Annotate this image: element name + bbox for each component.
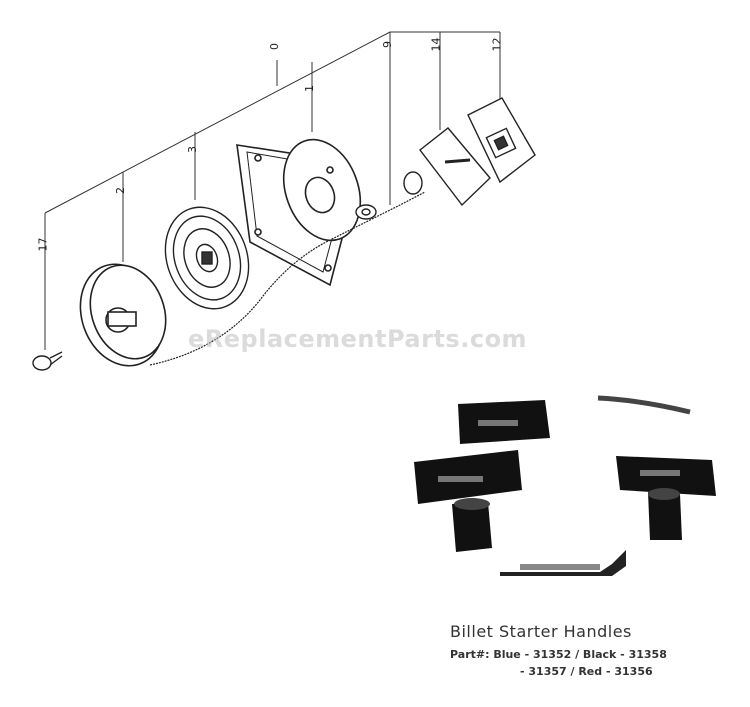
callout-3: 3 xyxy=(186,146,199,153)
caption-part-numbers: Part#: Blue - 31352 / Black - 31358 xyxy=(450,648,667,661)
recoil-spring xyxy=(164,206,250,310)
watermark: eReplacementParts.com xyxy=(188,325,528,353)
starter-rope xyxy=(149,191,426,366)
callout-12: 12 xyxy=(490,37,504,52)
caption-title: Billet Starter Handles xyxy=(450,622,632,641)
callout-2: 2 xyxy=(114,187,127,194)
billet-handles-photo xyxy=(414,395,716,576)
handle-grip xyxy=(467,97,536,184)
callout-9: 9 xyxy=(381,41,394,48)
callout-1: 1 xyxy=(303,85,316,92)
starter-housing xyxy=(236,138,362,287)
screw xyxy=(32,351,63,371)
callout-17: 17 xyxy=(36,237,50,252)
caption-part-numbers-2: - 31357 / Red - 31356 xyxy=(520,665,653,678)
rope-guide xyxy=(355,204,377,220)
callout-0: 0 xyxy=(268,43,281,50)
leader-lines xyxy=(44,31,501,350)
starter-pulley xyxy=(79,263,167,367)
handle-insert xyxy=(403,127,491,207)
callout-14: 14 xyxy=(429,37,443,52)
